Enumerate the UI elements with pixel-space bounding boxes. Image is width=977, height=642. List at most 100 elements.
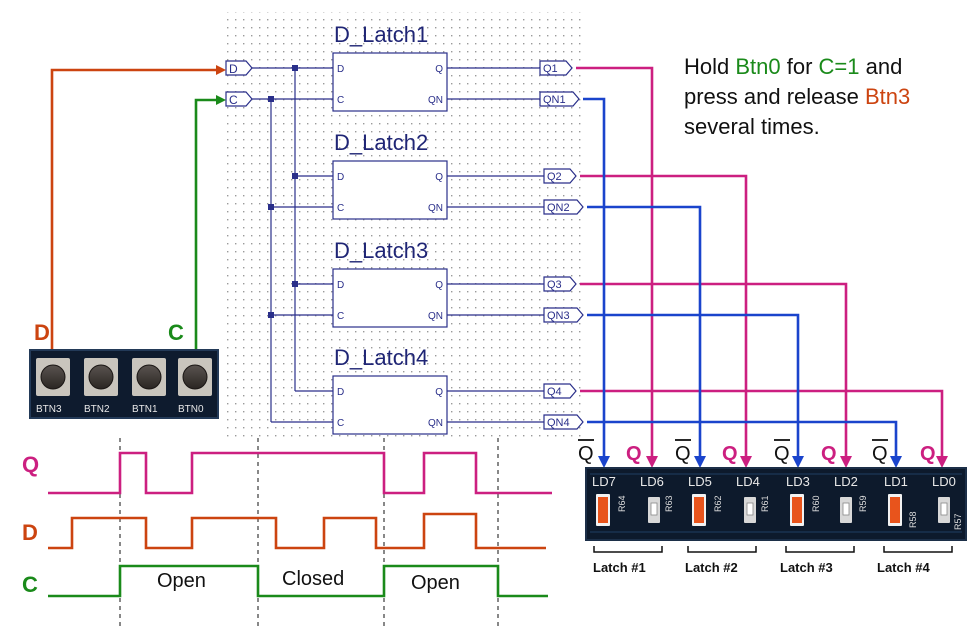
latch-3-label: Latch #3 bbox=[780, 560, 833, 575]
latch-2-title: D_Latch2 bbox=[334, 130, 428, 155]
svg-text:Hold Btn0 for C=1 and: Hold Btn0 for C=1 and bbox=[684, 54, 902, 79]
latch-1-pin-c: C bbox=[337, 95, 344, 106]
latch-1-box bbox=[332, 52, 448, 112]
q4-label: Q4 bbox=[547, 386, 562, 398]
c-input-port bbox=[225, 91, 253, 107]
q3-label: Q3 bbox=[547, 279, 562, 291]
output-ports bbox=[539, 60, 584, 430]
latch-2-pin-qn: QN bbox=[428, 203, 443, 214]
r60-label: R60 bbox=[811, 495, 821, 512]
latch-1-pin-qn: QN bbox=[428, 95, 443, 106]
latch-3-title: D_Latch3 bbox=[334, 238, 428, 263]
btn1-button[interactable] bbox=[132, 358, 166, 396]
ld4-label: LD4 bbox=[736, 474, 760, 489]
timing-dividers bbox=[119, 438, 499, 630]
qn2-label: QN2 bbox=[547, 202, 570, 214]
ld7-label: LD7 bbox=[592, 474, 616, 489]
led-lights bbox=[596, 494, 950, 526]
qbar-header-2: Q bbox=[675, 443, 691, 465]
latch-2-pin-q: Q bbox=[435, 172, 443, 183]
button-board: BTN3 BTN2 BTN1 BTN0 bbox=[29, 349, 219, 419]
latch-2: D_Latch2 D C Q QN bbox=[332, 130, 448, 220]
latch-1: D_Latch1 D C Q QN bbox=[332, 22, 448, 112]
latch-1-pin-q: Q bbox=[435, 64, 443, 75]
qn4-label: QN4 bbox=[547, 417, 570, 429]
ld3-led-on bbox=[792, 497, 802, 523]
btn3-button[interactable] bbox=[36, 358, 70, 396]
ld0-label: LD0 bbox=[932, 474, 956, 489]
ld1-label: LD1 bbox=[884, 474, 908, 489]
latch-2-pin-c: C bbox=[337, 203, 344, 214]
qn2-port bbox=[543, 199, 584, 215]
d-port-label: D bbox=[229, 62, 238, 76]
qn4-port bbox=[543, 414, 584, 430]
ld5-led-on bbox=[694, 497, 704, 523]
latch-3-pin-qn: QN bbox=[428, 311, 443, 322]
latch-4-pin-qn: QN bbox=[428, 418, 443, 429]
r59-label: R59 bbox=[858, 495, 868, 512]
c-port-label: C bbox=[229, 93, 238, 107]
latch-4-box bbox=[332, 375, 448, 435]
qbar-header-4: Q bbox=[872, 443, 888, 465]
btn2-button[interactable] bbox=[84, 358, 118, 396]
button-d-label: D bbox=[34, 320, 50, 345]
ld5-label: LD5 bbox=[688, 474, 712, 489]
q-header-3: Q bbox=[821, 443, 837, 465]
q4-port bbox=[543, 383, 577, 399]
phase-closed: Closed bbox=[282, 568, 344, 590]
latch-3: D_Latch3 D C Q QN bbox=[332, 238, 448, 328]
btn1-label: BTN1 bbox=[132, 404, 158, 415]
latch-4-pin-d: D bbox=[337, 387, 344, 398]
wave-q bbox=[48, 451, 552, 495]
q-header-1: Q bbox=[626, 443, 642, 465]
wave-q-label: Q bbox=[22, 452, 39, 477]
routing-wires bbox=[50, 65, 944, 460]
q-header-4: Q bbox=[920, 443, 936, 465]
latch-1-label: Latch #1 bbox=[593, 560, 646, 575]
qn3-label: QN3 bbox=[547, 310, 570, 322]
q1-label: Q1 bbox=[543, 63, 558, 75]
qn3-port bbox=[543, 307, 584, 323]
junction-dots bbox=[268, 65, 298, 318]
ld2-label: LD2 bbox=[834, 474, 858, 489]
r62-label: R62 bbox=[713, 495, 723, 512]
btn0-label: BTN0 bbox=[178, 404, 204, 415]
qbar-header-1: Q bbox=[578, 443, 594, 465]
qn1-port bbox=[539, 91, 580, 107]
ld3-label: LD3 bbox=[786, 474, 810, 489]
btn3-label: BTN3 bbox=[36, 404, 62, 415]
button-c-label: C bbox=[168, 320, 184, 345]
instruction-text: Hold Btn0 for C=1 and press and release … bbox=[684, 54, 910, 139]
latch-3-box bbox=[332, 268, 448, 328]
btn2-label: BTN2 bbox=[84, 404, 110, 415]
q2-port bbox=[543, 168, 577, 184]
q-header-2: Q bbox=[722, 443, 738, 465]
latch-brackets bbox=[593, 546, 953, 553]
wave-c-label: C bbox=[22, 572, 38, 597]
q2-label: Q2 bbox=[547, 171, 562, 183]
q3-port bbox=[543, 276, 577, 292]
latch-4-title: D_Latch4 bbox=[334, 345, 428, 370]
ld7-led-on bbox=[598, 497, 608, 523]
wave-d bbox=[48, 512, 546, 550]
r57-label: R57 bbox=[953, 513, 963, 530]
r64-label: R64 bbox=[617, 495, 627, 512]
r58-label: R58 bbox=[908, 511, 918, 528]
latch-3-pin-c: C bbox=[337, 311, 344, 322]
r63-label: R63 bbox=[664, 495, 674, 512]
ld1-led-on bbox=[890, 497, 900, 523]
wave-c bbox=[48, 564, 548, 598]
waveforms bbox=[48, 451, 552, 598]
latch-1-pin-d: D bbox=[337, 64, 344, 75]
latch-4-label: Latch #4 bbox=[877, 560, 931, 575]
btn0-button[interactable] bbox=[178, 358, 212, 396]
q1-port bbox=[539, 60, 573, 76]
svg-text:several times.: several times. bbox=[684, 114, 820, 139]
qn1-label: QN1 bbox=[543, 94, 566, 106]
wave-d-label: D bbox=[22, 520, 38, 545]
phase-open-2: Open bbox=[411, 572, 460, 594]
d-input-port bbox=[225, 60, 253, 76]
latch-3-pin-q: Q bbox=[435, 280, 443, 291]
